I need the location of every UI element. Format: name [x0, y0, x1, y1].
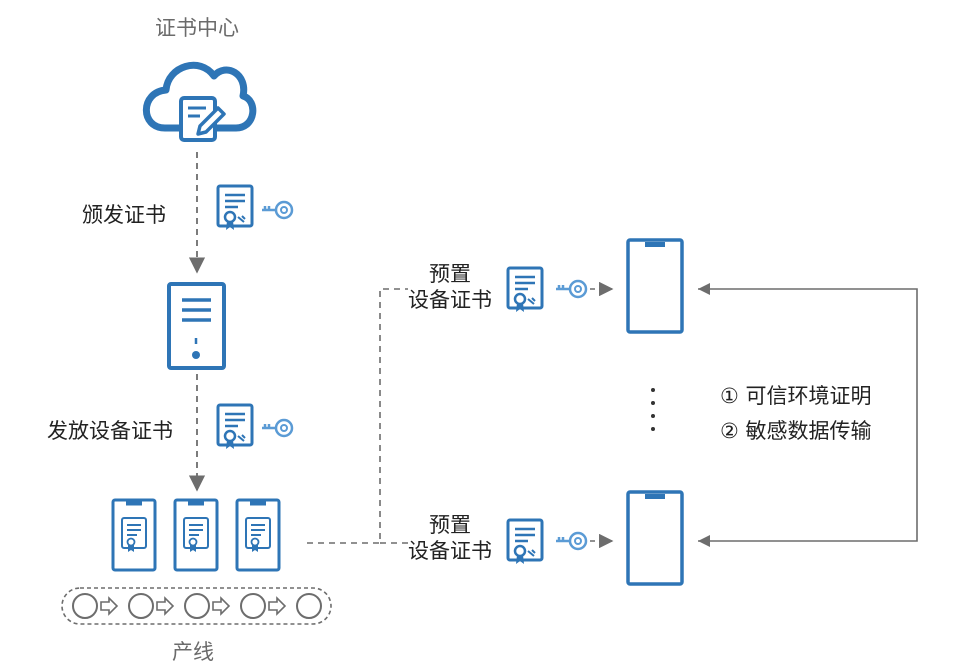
- phone-icon: [235, 498, 281, 572]
- server-icon: [167, 282, 226, 370]
- issue-cert-label: 颁发证书: [82, 203, 166, 227]
- trusted-env-label: ① 可信环境证明: [720, 384, 872, 408]
- preset-label-top-line1: 预置: [429, 262, 471, 286]
- ellipsis-icon: [651, 388, 655, 431]
- certificate-icon: [216, 184, 254, 232]
- phone-icon: [626, 490, 684, 586]
- preset-label-bottom-line1: 预置: [429, 513, 471, 537]
- production-line-label: 产线: [172, 640, 214, 663]
- preset-connector-top: [307, 288, 408, 544]
- feedback-arrowhead-top: [698, 283, 710, 295]
- key-icon: [260, 200, 294, 220]
- feedback-connector: [698, 288, 918, 542]
- sensitive-data-label: ② 敏感数据传输: [720, 419, 872, 443]
- preset-label-bottom-line2: 设备证书: [408, 539, 492, 563]
- conveyor-belt-icon: [61, 587, 332, 625]
- phone-icon: [626, 238, 684, 334]
- preset-label-top-line2: 设备证书: [408, 288, 492, 312]
- certificate-icon: [216, 403, 254, 451]
- key-icon: [554, 531, 588, 551]
- feedback-arrowhead-bottom: [698, 535, 710, 547]
- cloud-document-icon: [142, 61, 257, 142]
- key-icon: [554, 279, 588, 299]
- key-icon: [260, 418, 294, 438]
- phone-icon: [111, 498, 157, 572]
- certificate-icon: [506, 518, 544, 566]
- cert-center-label: 证书中心: [155, 16, 239, 40]
- distribute-cert-label: 发放设备证书: [47, 419, 173, 443]
- certificate-icon: [506, 266, 544, 314]
- phone-icon: [173, 498, 219, 572]
